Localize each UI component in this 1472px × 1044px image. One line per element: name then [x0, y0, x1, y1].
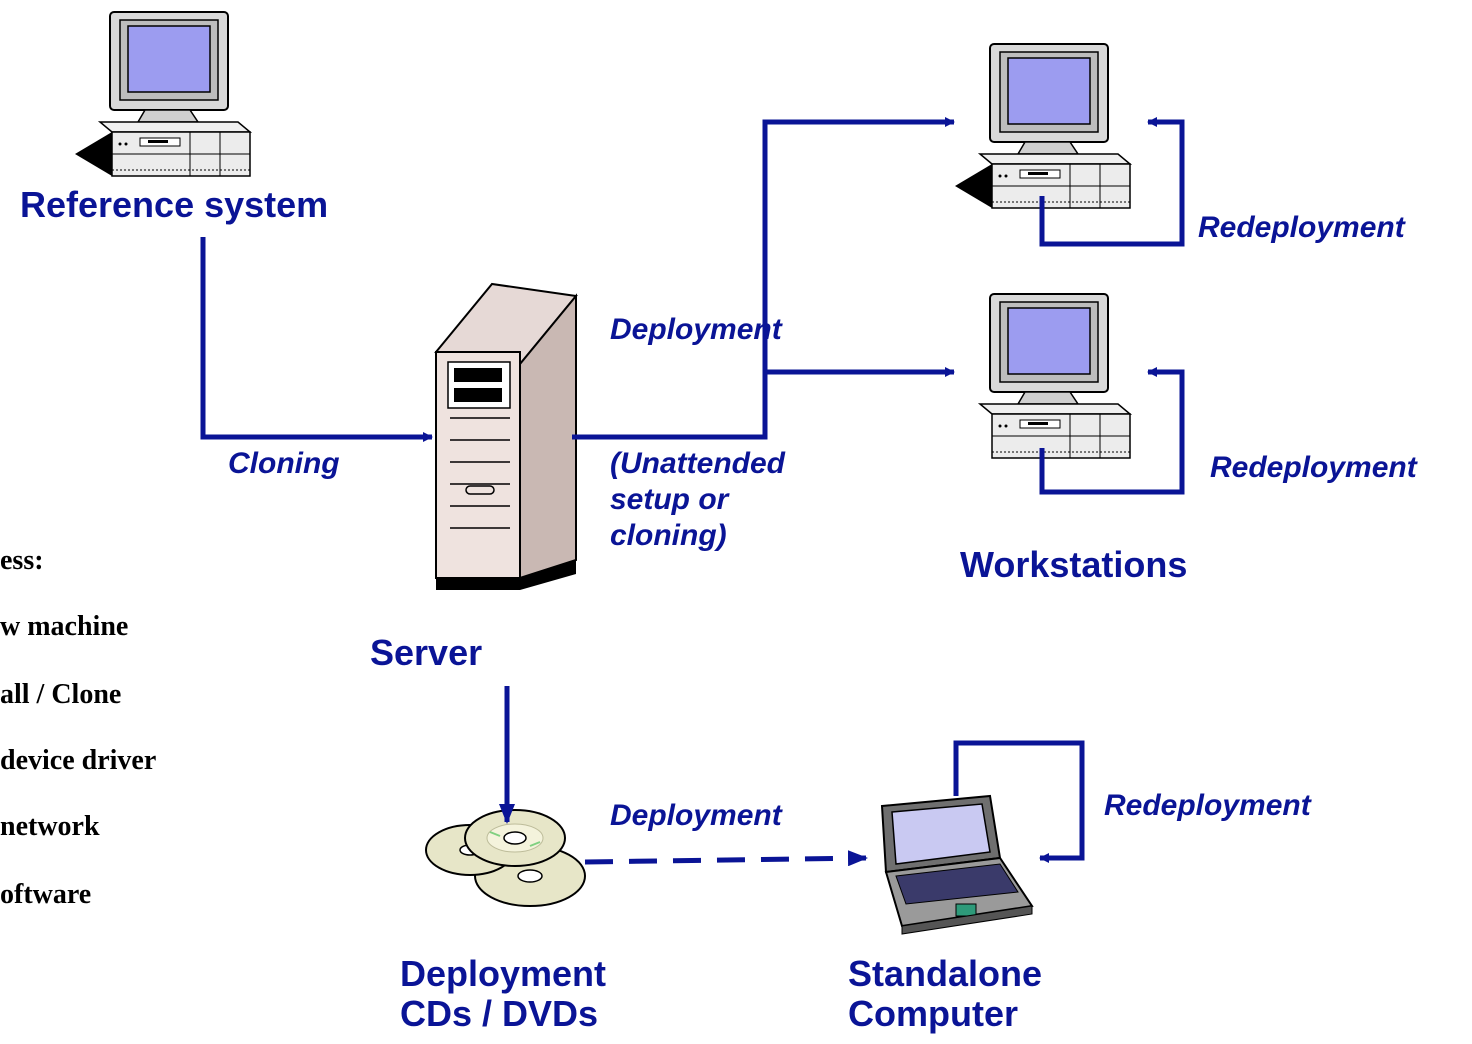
deployment-media-line-1: Deployment	[400, 953, 607, 994]
workstation-icon	[955, 43, 1131, 209]
workstations-label: Workstations	[960, 544, 1188, 585]
cd-dvd-icon	[425, 809, 586, 907]
redeployment-ws1-label: Redeployment	[1198, 211, 1405, 244]
laptop-icon	[880, 794, 1034, 935]
standalone-computer-label: Standalone Computer	[848, 954, 1042, 1034]
side-list-item: oftware	[0, 879, 92, 910]
redeployment-ws1-loop	[1039, 117, 1185, 247]
deployment-media-edge-label: Deployment	[610, 799, 782, 832]
deployment-network-label: Deployment	[610, 313, 782, 346]
deployment-note-line-3: cloning)	[610, 519, 727, 552]
side-list-item: device driver	[0, 745, 157, 776]
cloning-arrow	[200, 237, 433, 442]
redeployment-ws2-loop	[1039, 367, 1185, 495]
reference-system-label: Reference system	[20, 184, 329, 225]
deployment-note: (Unattended setup or cloning)	[610, 446, 785, 554]
side-list-item: ess:	[0, 545, 44, 576]
side-list-item: w machine	[0, 611, 129, 642]
media-to-laptop-arrow	[584, 850, 868, 867]
side-list-item: network	[0, 811, 100, 842]
side-list-item: all / Clone	[0, 679, 122, 710]
deployment-media-label: Deployment CDs / DVDs	[400, 954, 606, 1034]
server-to-workstation-1-arrow	[572, 117, 955, 440]
server-tower-icon	[434, 282, 578, 590]
standalone-computer-line-2: Computer	[848, 993, 1018, 1034]
server-label: Server	[370, 632, 483, 673]
redeployment-ws2-label: Redeployment	[1210, 451, 1417, 484]
deployment-note-line-1: (Unattended	[610, 447, 785, 480]
cloning-label: Cloning	[228, 447, 340, 480]
workstation-icon	[979, 293, 1131, 459]
redeployment-laptop-label: Redeployment	[1104, 789, 1311, 822]
deployment-media-line-2: CDs / DVDs	[400, 993, 599, 1034]
deployment-note-line-2: setup or	[610, 483, 729, 516]
reference-computer-icon	[75, 11, 251, 177]
standalone-computer-line-1: Standalone	[848, 953, 1043, 994]
redeployment-laptop-loop	[953, 740, 1085, 863]
